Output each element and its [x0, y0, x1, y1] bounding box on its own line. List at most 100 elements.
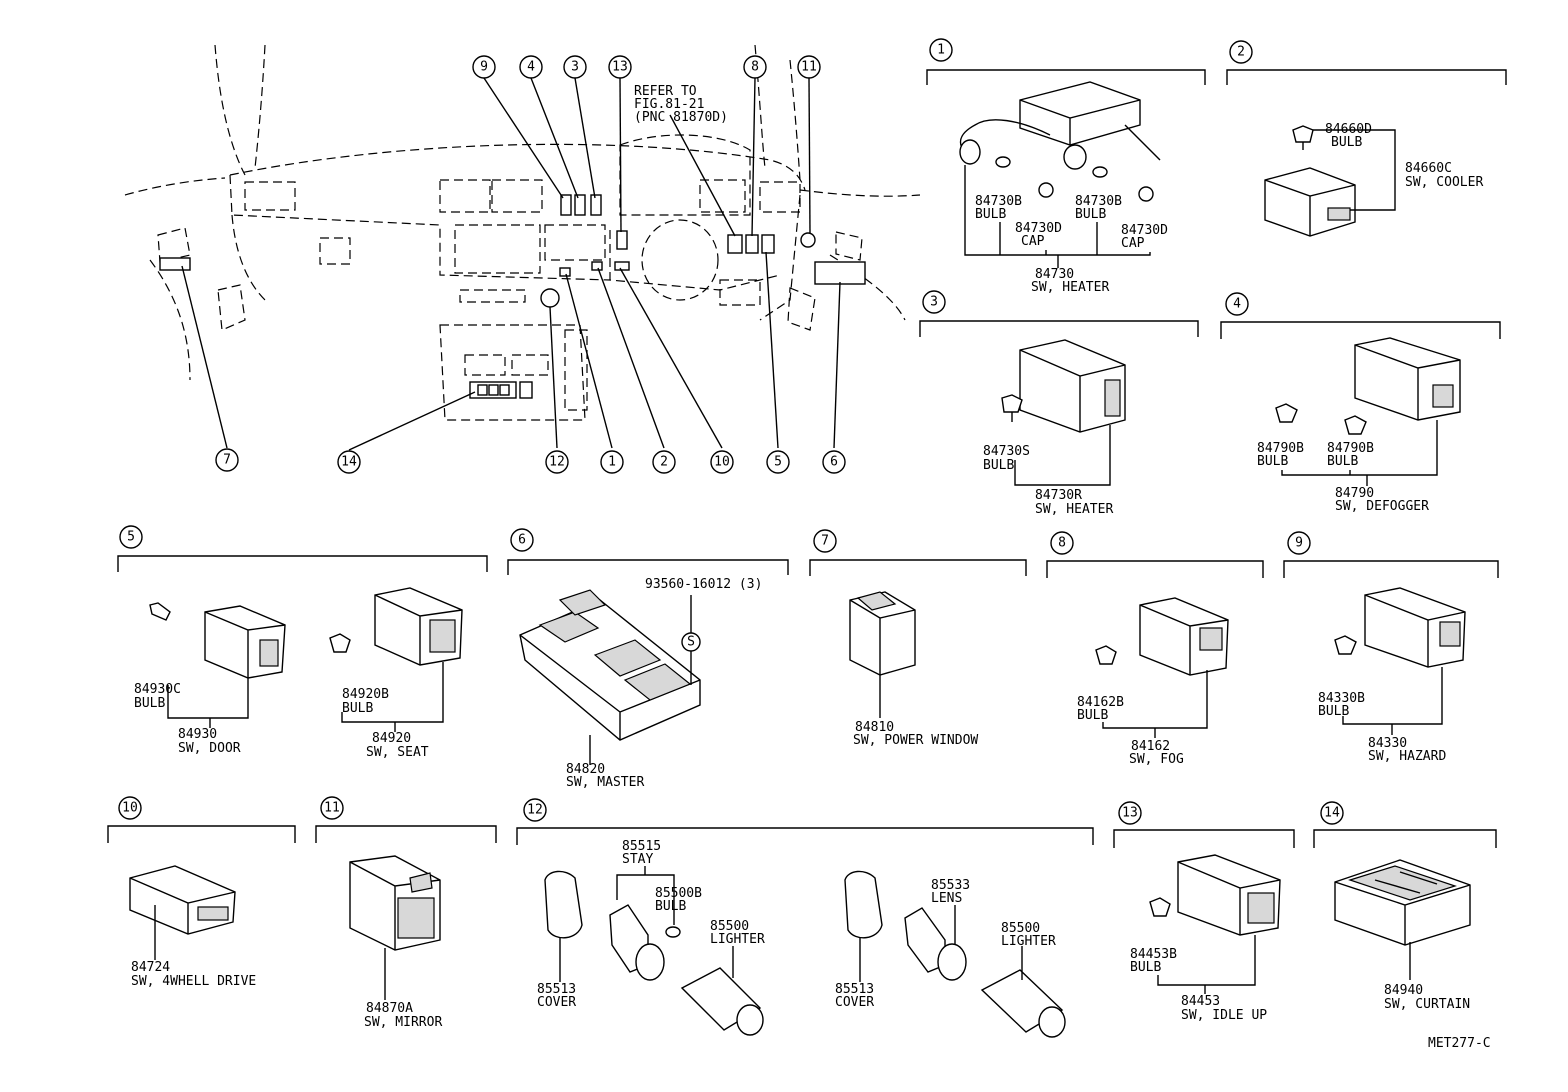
svg-text:8: 8: [751, 60, 759, 75]
bulb-84330b-shape: [1334, 635, 1357, 655]
svg-text:4: 4: [527, 60, 535, 75]
group-9-number: 9: [1295, 536, 1303, 551]
g14-main-desc: SW, CURTAIN: [1384, 997, 1470, 1012]
g4-bulb-a-num: 84790B: [1257, 441, 1304, 456]
callout-4: 4: [519, 55, 543, 79]
bulb-84730s-shape: [1001, 394, 1023, 413]
left-mirror-switch-area: [157, 227, 191, 263]
g1-84730b-b-num: 84730B: [1075, 194, 1122, 209]
group-13-idle-up: 13 84453B BULB 84453 SW, IDLE UP: [1113, 801, 1295, 1023]
g5-bulb-a-num: 84930C: [134, 682, 181, 697]
g12-lighter-b-num: 85500: [1001, 921, 1040, 936]
g1-84730b-b-desc: BULB: [1075, 207, 1106, 222]
climate-panel: [544, 224, 606, 261]
group-5-door-seat: 5 84930C BULB 84930 SW, DOOR 84920B BULB…: [117, 525, 488, 760]
g8-bulb-num: 84162B: [1077, 695, 1124, 710]
bulb-84920b-shape: [329, 633, 351, 653]
g4-bulb-b-num: 84790B: [1327, 441, 1374, 456]
right-door-top: [799, 189, 921, 197]
cooler-indicator: [1327, 207, 1351, 221]
g5-main-b-desc: SW, SEAT: [366, 745, 429, 760]
g3-main-desc: SW, HEATER: [1035, 502, 1113, 517]
switch-block-14a: [477, 384, 488, 396]
mirror-switch-location-11: [800, 232, 816, 248]
callout-10: 10: [710, 450, 734, 474]
bulb-84730b-b-shape: [1092, 166, 1108, 178]
g2-bulb-num: 84660D: [1325, 122, 1372, 137]
bulb-84790b-b-shape: [1344, 415, 1367, 435]
g5-bulb-a-desc: BULB: [134, 696, 165, 711]
lighter-a-knob: [736, 1004, 764, 1036]
g8-main-desc: SW, FOG: [1129, 752, 1184, 767]
group-6-number: 6: [518, 533, 526, 548]
g14-main-num: 84940: [1384, 983, 1423, 998]
g12-cover-b-num: 85513: [835, 982, 874, 997]
svg-text:13: 13: [612, 60, 628, 75]
svg-text:10: 10: [714, 455, 730, 470]
mirror-joystick-pad: [397, 897, 435, 939]
group-2-number: 2: [1237, 45, 1245, 60]
g3-main-num: 84730R: [1035, 488, 1082, 503]
left-door-top: [124, 177, 226, 196]
g12-cover-b-desc: COVER: [835, 995, 874, 1010]
callout-11: 11: [797, 55, 821, 79]
g13-main-num: 84453: [1181, 994, 1220, 1009]
master-button-c: [593, 639, 662, 677]
g4-bulb-a-desc: BULB: [1257, 454, 1288, 469]
bulb-socket-a: [959, 139, 981, 165]
callout-5: 5: [766, 450, 790, 474]
dash-lower-left: [229, 174, 611, 281]
g6-main-desc: SW, MASTER: [566, 775, 644, 790]
g12-lighter-a-num: 85500: [710, 919, 749, 934]
fog-button: [1199, 627, 1223, 651]
4wd-indicator: [197, 906, 229, 921]
leader-refer: [669, 114, 736, 237]
group-3-number: 3: [930, 295, 938, 310]
left-door-pocket: [217, 284, 246, 331]
leader-10: [619, 267, 723, 449]
switch-block-8b: [745, 234, 759, 254]
svg-text:9: 9: [480, 60, 488, 75]
g12-bulb-desc: BULB: [655, 899, 686, 914]
dash-left-end: [231, 214, 266, 301]
cap-84730d-b-shape: [1138, 186, 1154, 202]
group-3-heater: 3 84730S BULB 84730R SW, HEATER: [919, 290, 1199, 517]
leader-3: [574, 77, 596, 199]
group-7-number: 7: [821, 534, 829, 549]
group-2-cooler: 2 84660D BULB 84660C SW, COOLER: [1226, 40, 1507, 237]
g10-main-num: 84724: [131, 960, 170, 975]
heater-r-switch-body: [1019, 339, 1126, 433]
steering-wheel: [641, 219, 719, 301]
console-switch-a: [464, 354, 506, 376]
heater-switch-body: [1019, 81, 1141, 146]
bulb-socket-b: [1063, 144, 1087, 170]
g11-main-num: 84870A: [366, 1001, 413, 1016]
g11-main-desc: SW, MIRROR: [364, 1015, 442, 1030]
g13-bulb-num: 84453B: [1130, 947, 1177, 962]
group-5-number: 5: [127, 530, 135, 545]
bulb-84660d-shape: [1292, 125, 1314, 143]
g8-bulb-desc: BULB: [1077, 708, 1108, 723]
lower-right-panel: [719, 279, 761, 306]
center-vent-left: [439, 179, 491, 213]
dash-top: [229, 143, 806, 191]
left-vent: [244, 181, 296, 211]
group-9-hazard: 9 84330B BULB 84330 SW, HAZARD: [1283, 531, 1499, 764]
group-11-mirror: 11 84870A SW, MIRROR: [315, 796, 497, 1030]
lighter-b-knob: [1038, 1006, 1066, 1038]
g2-bulb-desc: BULB: [1331, 135, 1362, 150]
g4-bulb-b-desc: BULB: [1327, 454, 1358, 469]
callout-3: 3: [563, 55, 587, 79]
stay-ring: [635, 943, 665, 981]
switch-block-8a: [727, 234, 743, 254]
leader-5: [765, 251, 779, 449]
glovebox-handle: [319, 237, 351, 265]
leader-11: [808, 77, 811, 234]
console-switch-b: [511, 354, 549, 376]
group-10-4wd: 10 84724 SW, 4WHELL DRIVE: [107, 796, 296, 989]
leader-8: [751, 77, 756, 237]
leader-7: [181, 265, 228, 449]
group-4-number: 4: [1233, 297, 1241, 312]
svg-text:6: 6: [830, 455, 838, 470]
bulb-84453b-shape: [1149, 897, 1171, 917]
